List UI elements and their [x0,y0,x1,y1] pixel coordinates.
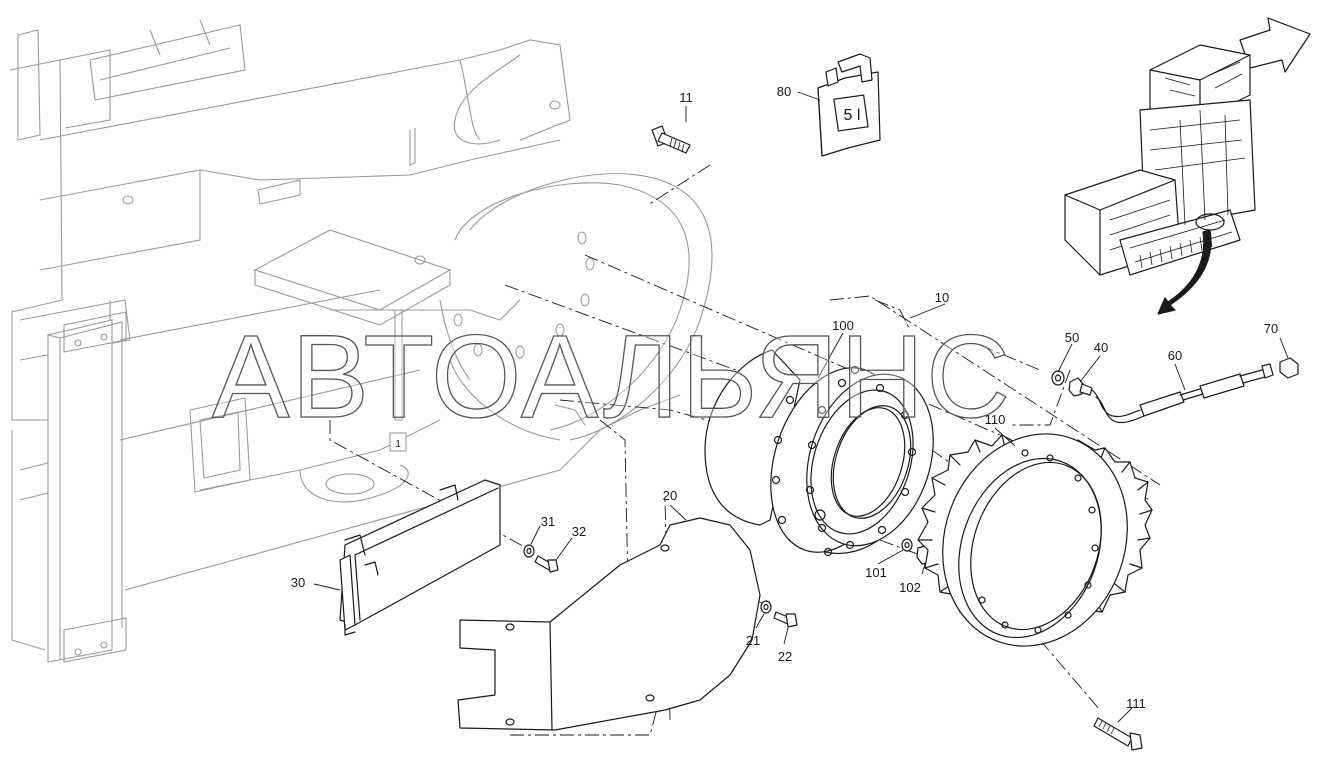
callout-31: 31 [541,514,555,529]
callout-11: 11 [679,90,693,105]
callout-110: 110 [985,412,1006,427]
callout-50: 50 [1065,330,1079,345]
callout-80: 80 [777,84,791,99]
bolt-32[interactable] [534,555,559,573]
location-arrow [1157,229,1212,315]
machine-frame: 1 [9,19,713,663]
callout-102: 102 [899,580,921,595]
callout-32: 32 [572,524,586,539]
oil-can-volume-label: 5 l [844,107,861,124]
watermark-text: АВТОАЛЬЯНС [212,311,1012,443]
bolt-111[interactable] [1093,717,1143,751]
callout-10: 10 [935,290,949,305]
callout-100: 100 [832,318,854,333]
callout-101: 101 [865,565,887,580]
oil-can-80[interactable]: 5 l [817,53,881,157]
callout-60: 60 [1168,348,1182,363]
callout-22: 22 [778,649,792,664]
callout-40: 40 [1094,340,1108,355]
bolt-22[interactable] [773,611,798,628]
guard-plate-30[interactable] [339,479,501,636]
washer-21[interactable] [760,600,772,614]
callout-21: 21 [746,633,760,648]
sprocket-110[interactable] [913,408,1156,673]
callout-20: 20 [663,488,677,503]
seal-ring-50[interactable] [1051,370,1065,386]
cap-nut-70[interactable] [1279,357,1299,379]
callout-111: 111 [1126,696,1146,711]
callout-labels: 11 80 10 100 50 40 60 70 110 101 102 111… [291,84,1278,711]
washer-101[interactable] [901,538,913,552]
machine-location-thumbnail [1064,17,1311,276]
fitting-40[interactable] [1068,377,1093,397]
hose-60[interactable] [1091,363,1274,424]
leader-lines [313,91,1289,723]
bolt-11[interactable] [651,125,691,154]
frame-marker-label: 1 [395,439,401,450]
cover-plate-20[interactable] [457,517,761,731]
washer-31[interactable] [523,544,535,558]
callout-30: 30 [291,575,305,590]
hub-gearbox-100[interactable] [704,349,954,573]
callout-70: 70 [1264,321,1278,336]
